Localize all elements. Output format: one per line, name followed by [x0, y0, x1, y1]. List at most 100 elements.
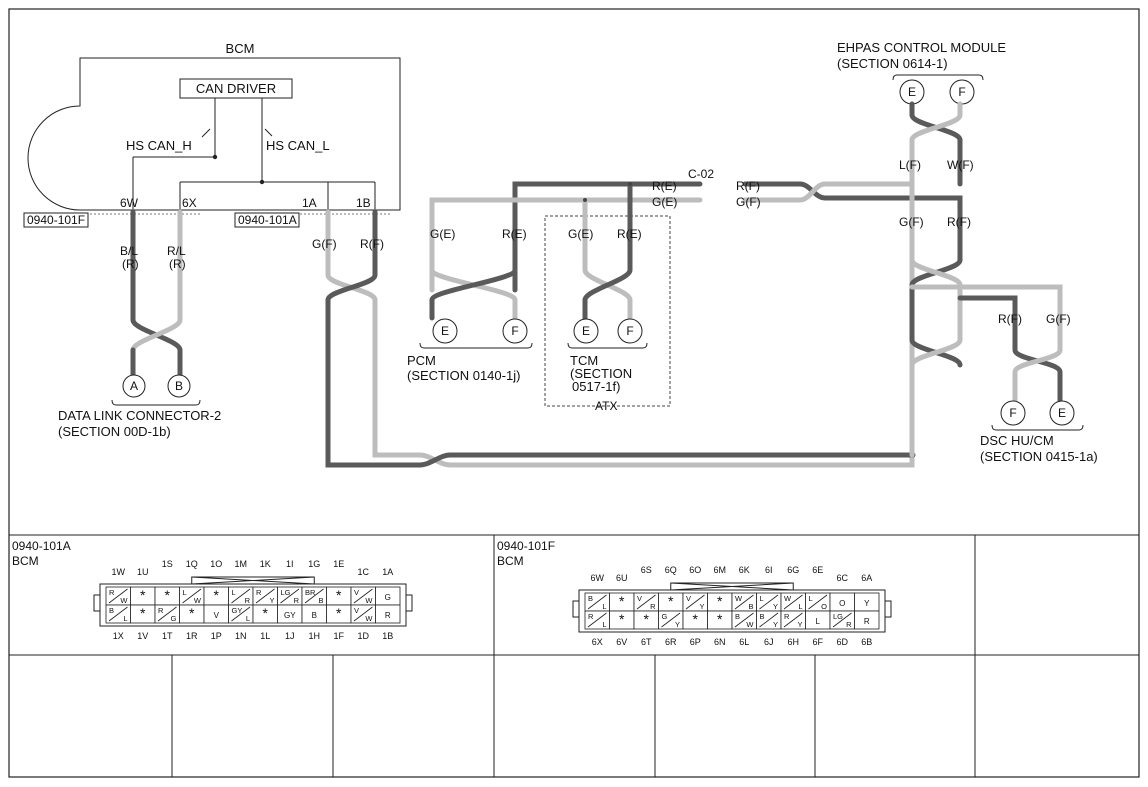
cavity-label: L	[602, 602, 606, 611]
conn-a-tag-label: 0940-101A	[238, 213, 297, 227]
pin-number-bottom: 1L	[260, 631, 270, 641]
cavity-label: Y	[773, 602, 778, 611]
dlc-pin-a	[122, 374, 146, 398]
pin-number-bottom: 1D	[357, 631, 369, 641]
cavity-label: W	[365, 614, 373, 623]
dlc-pin-b	[167, 374, 191, 398]
dsc-section: (SECTION 0415-1a)	[980, 449, 1098, 464]
tcm-section-a: (SECTION	[570, 366, 632, 381]
cavity-label: W	[735, 594, 743, 603]
pin-number-top: 1C	[357, 567, 369, 577]
cavity-label: B	[312, 611, 317, 620]
cavity-label: G	[171, 614, 177, 623]
connector-key	[670, 582, 794, 590]
cavity-label: G	[385, 593, 391, 602]
cavity-divider	[734, 594, 754, 610]
cavity-divider	[255, 588, 275, 604]
pin-number-bottom: 6D	[836, 637, 848, 647]
pin-number-top: 6M	[713, 565, 726, 575]
atx-dashed-box	[544, 215, 671, 407]
cavity-label: B	[318, 596, 323, 605]
can-driver-label: CAN DRIVER	[196, 81, 276, 96]
wire-ge-label: G(E)	[652, 195, 677, 209]
pin-number-top: 6G	[787, 565, 799, 575]
ehpas-section: (SECTION 0614-1)	[837, 56, 948, 71]
cavity-label: V	[214, 611, 220, 620]
cavity-label: *	[693, 611, 699, 627]
pin-number-top: 6W	[591, 573, 605, 583]
cavity-label: L	[246, 614, 250, 623]
wire-re-label: R(E)	[652, 179, 677, 193]
cavity-divider	[832, 612, 852, 628]
dsc-rf-label: R(F)	[998, 312, 1022, 326]
pin-number-bottom: 1X	[113, 631, 124, 641]
connector-latch	[93, 594, 101, 612]
pin-number-bottom: 1J	[285, 631, 295, 641]
wire-1b-rf-label: R(F)	[360, 237, 384, 251]
pin-number-bottom: 6L	[739, 637, 749, 647]
connector-cavity	[375, 604, 401, 624]
cavity-label: R	[109, 588, 115, 597]
cavity-label: W	[194, 596, 202, 605]
dlc-pin-b-label: B	[175, 379, 183, 393]
pin-number-bottom: 6F	[812, 637, 823, 647]
tcm-ge-label: G(E)	[568, 227, 593, 241]
wire-rl-color-label: (R)	[169, 257, 186, 271]
tcm-re-label: R(E)	[617, 227, 642, 241]
pin-number-top: 1A	[382, 567, 393, 577]
connector-latch	[884, 600, 892, 618]
pin-number-bottom: 6R	[665, 637, 677, 647]
tcm-pin-e	[573, 318, 599, 344]
connector-key-cross	[670, 582, 794, 591]
cavity-label: R	[650, 602, 656, 611]
ehpas-lf-label: L(F)	[899, 158, 921, 172]
pin-6w-label: 6W	[120, 196, 139, 210]
pin-number-top: 6K	[739, 565, 750, 575]
cavity-label: Y	[864, 599, 870, 608]
ehpas-gf-label: G(F)	[899, 215, 924, 229]
cavity-label: *	[717, 611, 723, 627]
wire-bl-label: B/L	[120, 244, 138, 258]
cavity-divider	[231, 588, 251, 604]
conn-a-id: 0940-101A	[12, 539, 71, 553]
conn-f-name: BCM	[497, 554, 524, 568]
connector-latch	[405, 594, 413, 612]
pcm-pin-e-label: E	[441, 324, 449, 338]
cavity-label: R	[158, 606, 164, 615]
pin-number-top: 6O	[689, 565, 701, 575]
cavity-divider	[636, 594, 656, 610]
cavity-divider	[280, 588, 300, 604]
cavity-label: *	[263, 605, 269, 621]
conn-f-id: 0940-101F	[497, 539, 555, 553]
pin-number-bottom: 6P	[690, 637, 701, 647]
conn-a-tag	[234, 212, 300, 228]
cavity-divider	[587, 594, 607, 610]
pin-number-top: 1S	[162, 559, 173, 569]
connector-cavity	[854, 610, 880, 630]
pin-number-top: 1Q	[186, 559, 198, 569]
pin-number-bottom: 6V	[616, 637, 627, 647]
cavity-divider	[587, 612, 607, 628]
pin-number-top: 6U	[616, 573, 628, 583]
dsc-pin-f	[1000, 400, 1026, 426]
cavity-label: R	[294, 596, 300, 605]
pin-1b-label: 1B	[356, 196, 371, 210]
conn-f-tag	[23, 212, 89, 228]
tcm-pin-f	[617, 318, 643, 344]
cavity-label: R	[846, 620, 852, 629]
cavity-divider	[157, 606, 177, 622]
cavity-label: B	[109, 606, 114, 615]
connector-key	[191, 576, 315, 584]
cavity-label: B	[760, 612, 765, 621]
pin-number-bottom: 1F	[333, 631, 344, 641]
pin-number-bottom: 6B	[861, 637, 872, 647]
pin-number-top: 1U	[137, 567, 149, 577]
cavity-label: R	[864, 617, 870, 626]
pin-number-top: 6S	[641, 565, 652, 575]
ehpas-pin-f-label: F	[958, 85, 965, 99]
pin-number-top: 1W	[112, 567, 126, 577]
pin-number-bottom: 1V	[137, 631, 148, 641]
hs-can-l-label: HS CAN_L	[266, 138, 330, 153]
cavity-label: L	[760, 594, 764, 603]
cavity-label: G	[662, 612, 668, 621]
